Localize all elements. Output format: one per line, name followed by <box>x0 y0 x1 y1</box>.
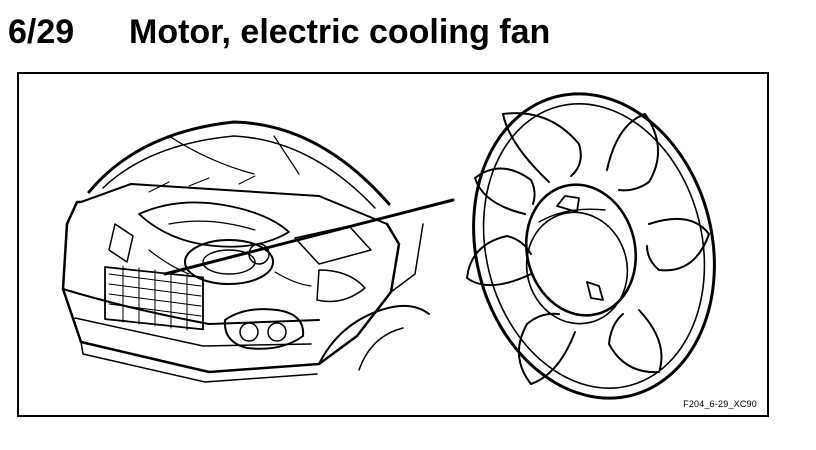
technical-illustration <box>61 92 716 400</box>
leader-line <box>163 198 455 276</box>
illustration-frame: F204_6-29_XC90 <box>17 72 769 417</box>
cooling-fan-illustration <box>466 92 716 400</box>
section-title: Motor, electric cooling fan <box>129 13 551 51</box>
figure-code: F204_6-29_XC90 <box>683 399 757 409</box>
car-illustration <box>61 120 430 383</box>
section-number: 6/29 <box>8 13 75 51</box>
